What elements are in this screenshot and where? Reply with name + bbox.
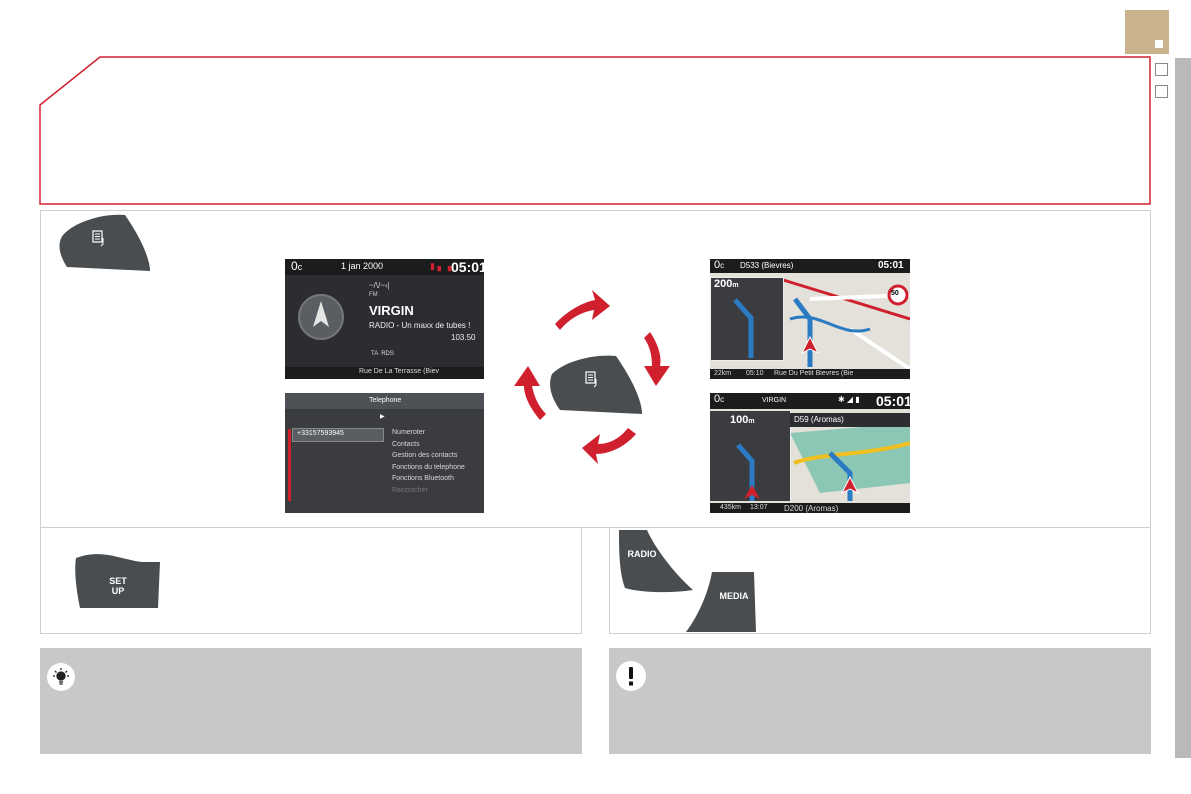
phone-menu-item[interactable]: Numeroter: [392, 429, 426, 436]
phone-title: Telephone: [369, 397, 402, 404]
chapter-marker: [1155, 40, 1163, 48]
media-key[interactable]: [684, 570, 758, 634]
radio-key[interactable]: [617, 528, 695, 594]
media-key-label: MEDIA: [719, 591, 749, 601]
radio-wave-icon: ~/\/~‹|: [369, 281, 390, 290]
radio-key-label: RADIO: [627, 549, 657, 559]
speed-limit: 50: [891, 290, 899, 297]
nav2-bottom-bar: 435km 13:07 D200 (Aromas): [710, 503, 910, 513]
tip-panel: [40, 648, 582, 754]
radio-status-bar: 0c 1 jan 2000 ▮ ▖▗ 05:01: [285, 259, 484, 275]
phone-menu-item[interactable]: Raccrocher: [392, 487, 428, 494]
arrow-icon: [582, 428, 636, 464]
nav2-distance: 100: [730, 414, 749, 426]
radio-temp-unit: c: [297, 262, 303, 272]
radio-station: VIRGIN: [369, 303, 414, 318]
phone-menu-item[interactable]: Contacts: [392, 441, 420, 448]
nav1-distance-wrap: 200m: [714, 278, 739, 290]
radio-frequency: 103.50: [451, 333, 476, 342]
nav1-distance-unit: m: [732, 282, 739, 289]
bluetooth-icon: ✱ ◢ ▮: [838, 395, 860, 404]
telephone-screen: Telephone +33157593945 ▶ Numeroter Conta…: [285, 393, 484, 513]
cycle-arrows: [514, 290, 670, 464]
phone-title-bar: Telephone: [285, 393, 484, 409]
phone-menu-item[interactable]: Fonctions du telephone: [392, 464, 465, 471]
warning-panel: [609, 648, 1151, 754]
nav2-road-banner: [790, 413, 910, 427]
radio-band: FM: [369, 292, 378, 298]
radio-time: 05:01: [451, 259, 484, 275]
chapter-tab: [1125, 10, 1169, 54]
mode-key-center[interactable]: [548, 354, 648, 416]
navigation-screen-1: 200m 50 0c D533 (Bievres) 05:01 22km 05:…: [710, 259, 910, 379]
phone-scrollbar[interactable]: [288, 429, 291, 501]
arrow-icon: [555, 290, 610, 330]
navigation-screen-2: 100m D59 (Aromas) 0c VIRGIN ✱ ◢ ▮ 05:01 …: [710, 393, 910, 513]
phone-menu-item[interactable]: Gestion des contacts: [392, 452, 458, 459]
exclamation-icon: [616, 661, 646, 691]
header-frame: [39, 56, 1151, 205]
nav1-turn-panel: [710, 277, 784, 361]
nav2-distance-wrap: 100m: [730, 414, 755, 426]
radio-rds-text: RADIO - Un maxx de tubes !: [369, 321, 471, 330]
radio-temp: 0: [291, 259, 298, 273]
nav1-eta: 05:10: [746, 370, 764, 377]
mode-key[interactable]: [55, 213, 155, 273]
nav2-street: D200 (Aromas): [784, 504, 839, 513]
nav2-road: D59 (Aromas): [794, 415, 844, 424]
phone-menu-item[interactable]: Fonctions Bluetooth: [392, 475, 454, 482]
radio-bottom-bar: Rue De La Terrasse (Biev: [285, 367, 484, 379]
setup-key-line1: SET: [109, 576, 127, 586]
index-box-1: [1155, 63, 1168, 76]
nav1-time: 05:01: [878, 260, 904, 271]
radio-date: 1 jan 2000: [341, 261, 384, 271]
nav2-turn-panel: [710, 411, 791, 501]
radio-screen: 0c 1 jan 2000 ▮ ▖▗ 05:01 ~/\/~‹| FM VIRG…: [285, 259, 484, 379]
nav1-temp: 0: [714, 259, 721, 271]
nav2-station: VIRGIN: [762, 397, 787, 404]
nav2-distance-unit: m: [748, 418, 755, 425]
nav1-bottom-bar: 22km 05:10 Rue Du Petit Bievres (Bie: [710, 369, 910, 379]
nav1-street: Rue Du Petit Bievres (Bie: [774, 370, 854, 377]
radio-street: Rue De La Terrasse (Biev: [359, 368, 440, 375]
nav2-status-bar: 0c VIRGIN ✱ ◢ ▮ 05:01: [710, 393, 910, 409]
arrow-icon: [514, 366, 546, 420]
phone-number-row[interactable]: [292, 428, 384, 442]
phone-cursor-icon: ▶: [380, 414, 385, 420]
arrow-icon: [644, 332, 670, 386]
nav2-temp: 0: [714, 393, 721, 405]
nav1-distance: 200: [714, 278, 733, 290]
mode-document-icon: [92, 230, 104, 247]
nav2-trip: 435km: [720, 504, 742, 511]
mode-document-icon: [585, 371, 597, 388]
setup-key-line2: UP: [111, 586, 125, 596]
phone-number: +33157593945: [297, 430, 344, 437]
radio-flags: TA RDS: [371, 351, 394, 357]
nav2-eta: 13:07: [750, 504, 768, 511]
nav2-temp-unit: c: [720, 395, 725, 404]
index-box-2: [1155, 85, 1168, 98]
nav2-time: 05:01: [876, 393, 910, 409]
sidebar-strip: [1175, 58, 1191, 758]
nav1-road: D533 (Bievres): [740, 261, 794, 270]
lightbulb-icon: [47, 663, 75, 691]
signal-icon: ▮ ▖▗: [430, 261, 452, 271]
setup-key-label: SET UP: [100, 576, 136, 596]
nav1-status-bar: 0c D533 (Bievres) 05:01: [710, 259, 910, 273]
nav1-temp-unit: c: [720, 261, 725, 270]
compass-icon: [298, 294, 344, 340]
setup-key[interactable]: [72, 548, 164, 610]
nav1-trip: 22km: [714, 370, 732, 377]
